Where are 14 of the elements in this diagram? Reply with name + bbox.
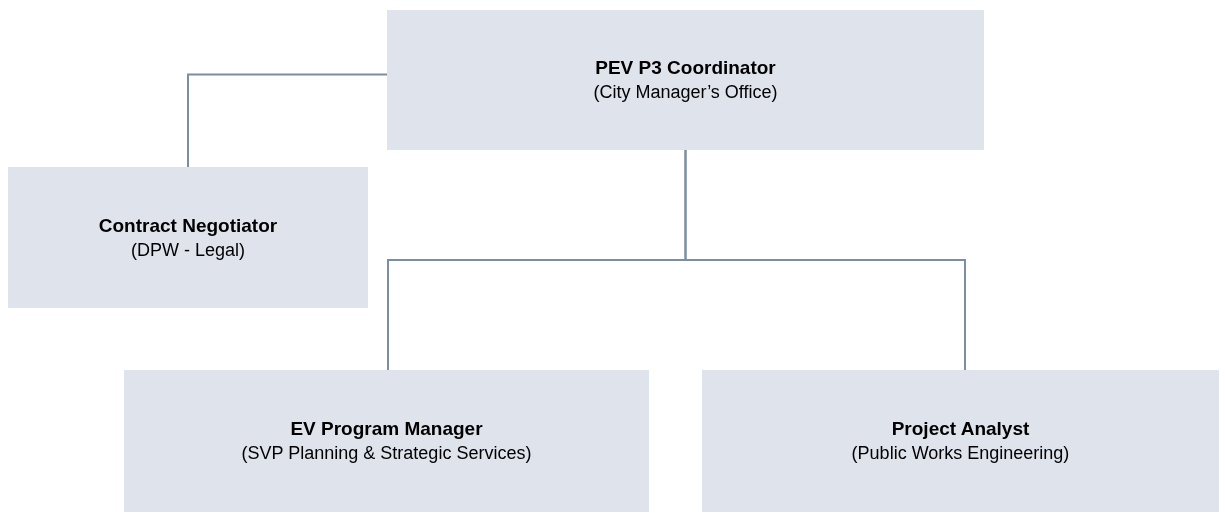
role-title: Contract Negotiator	[98, 213, 278, 238]
role-title: Project Analyst	[891, 417, 1030, 441]
department-name: (City Manager’s Office)	[593, 81, 778, 104]
role-title: EV Program Manager	[290, 417, 483, 441]
role-title: PEV P3 Coordinator	[595, 56, 776, 80]
department-name: (Public Works Engineering)	[851, 442, 1070, 465]
department-name: (SVP Planning & Strategic Services)	[241, 442, 532, 465]
connector-line	[187, 73, 388, 168]
org-box	[387, 10, 984, 150]
org-box	[702, 370, 1219, 512]
connector-line	[684, 149, 966, 371]
department-name: (DPW - Legal)	[131, 238, 245, 262]
org-box	[8, 167, 368, 308]
org-box	[124, 370, 649, 512]
